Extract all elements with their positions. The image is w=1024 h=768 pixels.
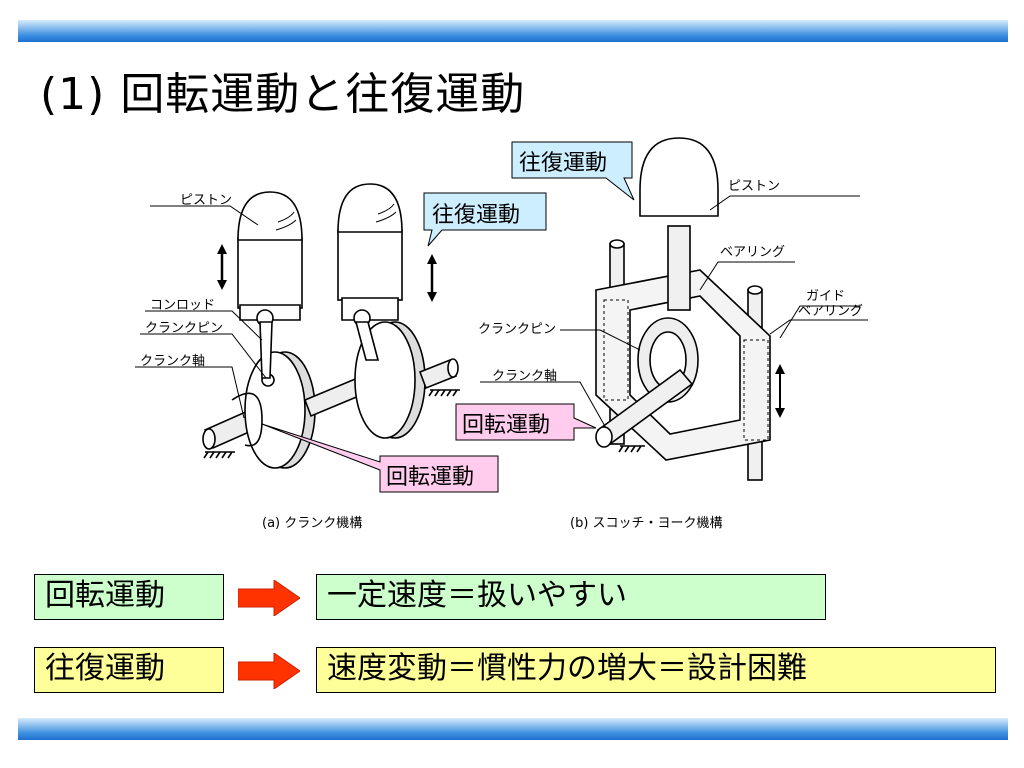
label-a-conrod: コンロッド (150, 298, 215, 313)
label-b-guide-line1: ガイド (806, 289, 845, 304)
summary-rotation-label: 回転運動 (34, 574, 224, 620)
conrod-right (354, 321, 380, 361)
caption-a: (a) クランク機構 (262, 516, 362, 531)
label-b-piston: ピストン (728, 179, 780, 194)
slide-title: (1) 回転運動と往復運動 (40, 69, 526, 120)
label-a-piston: ピストン (180, 193, 232, 208)
svg-text:往復運動: 往復運動 (432, 203, 520, 228)
rotation-arc (231, 392, 263, 447)
top-header-band (18, 20, 1008, 42)
piston-right-skirt (337, 229, 403, 301)
crank-web-left (244, 351, 306, 469)
label-a-crankshaft: クランク軸 (140, 354, 205, 369)
ground-hatch-right (428, 389, 460, 397)
svg-text:往復運動: 往復運動 (519, 151, 607, 176)
callout-b-reciprocating: 往復運動 (511, 141, 635, 201)
piston-left-crown (237, 191, 303, 241)
label-b-guide-line2: ベアリング (798, 304, 863, 319)
svg-text:回転運動: 回転運動 (462, 413, 550, 438)
conrod-left (259, 321, 273, 379)
scotch-yoke-diagram (595, 137, 771, 481)
bottom-footer-band (18, 718, 1008, 740)
crank-mechanism-diagram: ピストン コンロッド クランクピン クランク軸 (a) クランク機構 往復運動 … (135, 137, 868, 531)
crankshaft-end-cap (202, 428, 216, 450)
right-arrow-icon (238, 580, 300, 616)
piston-left-skirt (237, 237, 303, 309)
callout-b-rotation: 回転運動 (455, 403, 597, 441)
summary-rotation-result: 一定速度＝扱いやすい (316, 574, 826, 620)
label-a-crankpin: クランクピン (145, 321, 223, 336)
ground-hatch-left (203, 451, 235, 459)
caption-b: (b) スコッチ・ヨーク機構 (570, 516, 723, 531)
callout-a-rotation: 回転運動 (261, 423, 499, 493)
label-b-bearing: ベアリング (720, 245, 785, 260)
svg-text:回転運動: 回転運動 (386, 465, 474, 490)
right-arrow-icon (238, 653, 300, 689)
summary-reciprocating-label: 往復運動 (34, 647, 224, 693)
piston-right-crown (337, 183, 403, 233)
label-b-crankshaft: クランク軸 (492, 369, 557, 384)
label-b-crankpin: クランクピン (478, 322, 556, 337)
crankshaft-right-cap (447, 358, 459, 378)
summary-reciprocating-result: 速度変動＝慣性力の増大＝設計困難 (316, 647, 996, 693)
callout-a-reciprocating: 往復運動 (423, 192, 547, 247)
